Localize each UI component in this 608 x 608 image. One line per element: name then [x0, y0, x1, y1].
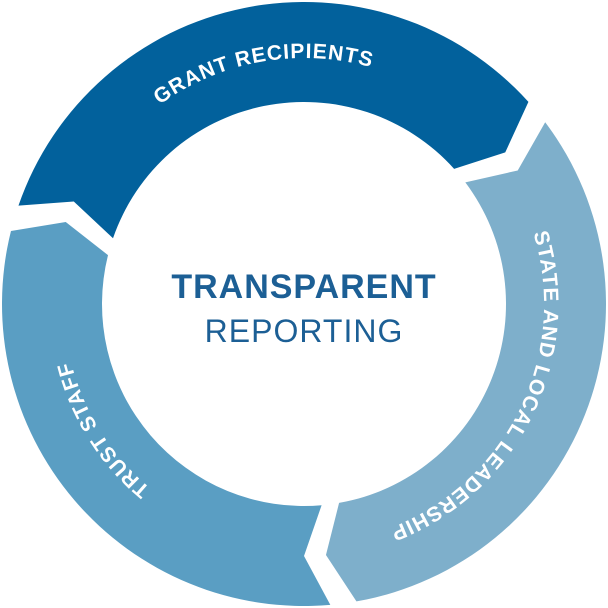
center-title: TRANSPARENT [171, 268, 436, 306]
segment-grant-recipients [18, 1, 529, 239]
segment-state-local-leadership [325, 122, 606, 602]
center-subtitle: REPORTING [205, 313, 404, 349]
segment-trust-staff [1, 221, 331, 606]
